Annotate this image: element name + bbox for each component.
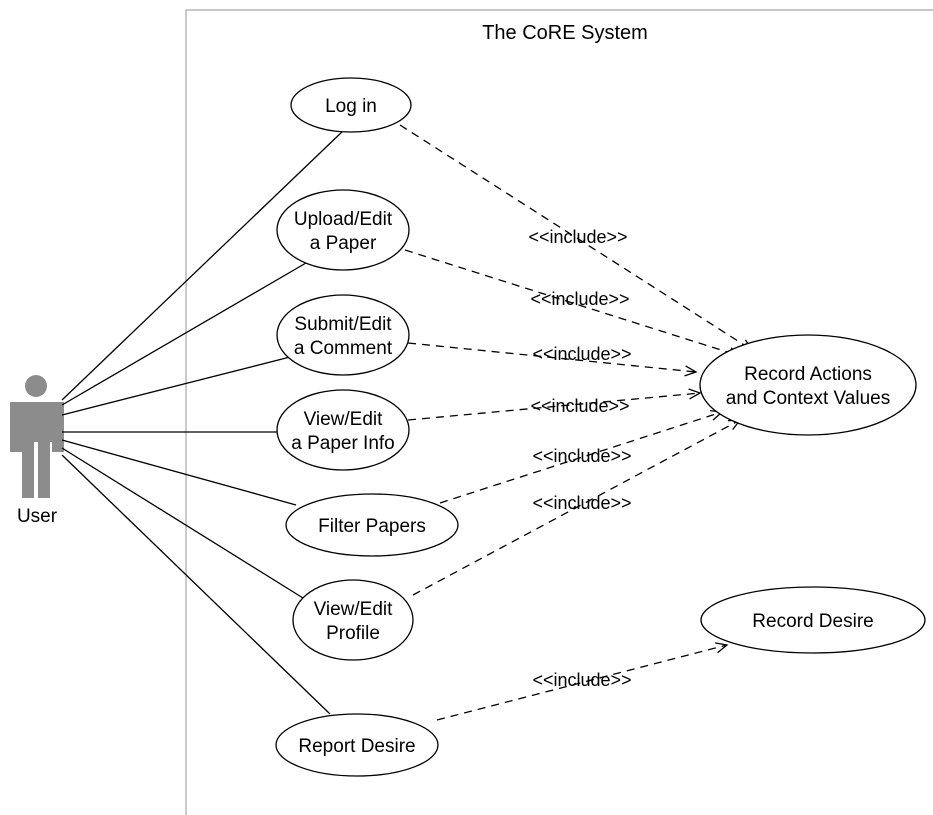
use-case-ellipse-filter[interactable] xyxy=(285,493,459,557)
use-case-login[interactable]: Log in xyxy=(290,77,412,133)
use-case-viewinfo[interactable]: View/Edit a Paper Info xyxy=(276,389,410,471)
use-case-label-record: and Context Values xyxy=(726,388,890,409)
use-case-ellipse-recorddesire[interactable] xyxy=(700,586,926,654)
actor-user-label: User xyxy=(17,506,58,527)
use-case-record[interactable]: Record Actions and Context Values xyxy=(699,334,917,436)
use-case-label-submit: a Comment xyxy=(294,338,393,359)
include-arrow-filter xyxy=(439,409,724,504)
use-case-ellipse-submit[interactable] xyxy=(276,294,410,376)
system-title: The CoRE System xyxy=(482,22,648,44)
use-case-ellipse-login[interactable] xyxy=(290,77,412,133)
include-label-upload: <<include>> xyxy=(530,289,629,309)
include-label-login: <<include>> xyxy=(528,227,627,247)
include-arrow-viewinfo xyxy=(407,388,702,421)
use-case-upload[interactable]: Upload/Edit a Paper xyxy=(276,189,410,271)
include-arrow-profile xyxy=(412,419,742,596)
use-case-label-record: Record Actions xyxy=(744,364,872,385)
association-lines xyxy=(61,129,345,715)
include-label-viewinfo: <<include>> xyxy=(530,396,629,416)
use-case-label-filter: Filter Papers xyxy=(318,516,426,537)
use-case-label-submit: Submit/Edit xyxy=(294,314,392,335)
use-case-label-recorddesire: Record Desire xyxy=(752,611,873,632)
association-line-profile xyxy=(61,447,304,599)
use-case-submit[interactable]: Submit/Edit a Comment xyxy=(276,294,410,376)
system-boundary xyxy=(185,9,933,815)
use-case-label-profile: Profile xyxy=(326,623,380,644)
use-case-ellipse-profile[interactable] xyxy=(292,579,414,661)
include-label-submit: <<include>> xyxy=(532,344,631,364)
include-arrow-upload xyxy=(404,249,742,359)
association-line-submit xyxy=(61,356,291,416)
include-arrow-submit xyxy=(407,342,698,377)
use-case-ellipse-viewinfo[interactable] xyxy=(276,389,410,471)
association-line-upload xyxy=(61,255,319,406)
use-case-filter[interactable]: Filter Papers xyxy=(285,493,459,557)
include-arrow-report xyxy=(436,642,729,721)
association-line-report xyxy=(61,454,331,715)
association-line-login xyxy=(61,129,345,401)
use-case-label-report: Report Desire xyxy=(298,736,415,757)
use-case-ellipse-upload[interactable] xyxy=(276,189,410,271)
use-case-report[interactable]: Report Desire xyxy=(275,713,439,777)
include-label-report: <<include>> xyxy=(532,670,631,690)
actor-user-icon xyxy=(10,375,64,498)
use-case-label-viewinfo: View/Edit xyxy=(304,409,384,430)
include-relations: <<include>> <<include>> <<include>> <<inclu… xyxy=(399,124,754,721)
association-line-filter xyxy=(61,439,297,506)
use-case-label-profile: View/Edit xyxy=(314,599,394,620)
use-case-label-upload: a Paper xyxy=(310,233,377,254)
use-case-label-viewinfo: a Paper Info xyxy=(291,433,395,454)
use-case-label-login: Log in xyxy=(325,96,377,117)
include-label-profile: <<include>> xyxy=(532,493,631,513)
include-label-filter: <<include>> xyxy=(532,446,631,466)
use-case-recorddesire[interactable]: Record Desire xyxy=(700,586,926,654)
use-case-ellipse-record[interactable] xyxy=(699,334,917,436)
use-case-ellipse-report[interactable] xyxy=(275,713,439,777)
use-case-label-upload: Upload/Edit xyxy=(294,209,393,230)
